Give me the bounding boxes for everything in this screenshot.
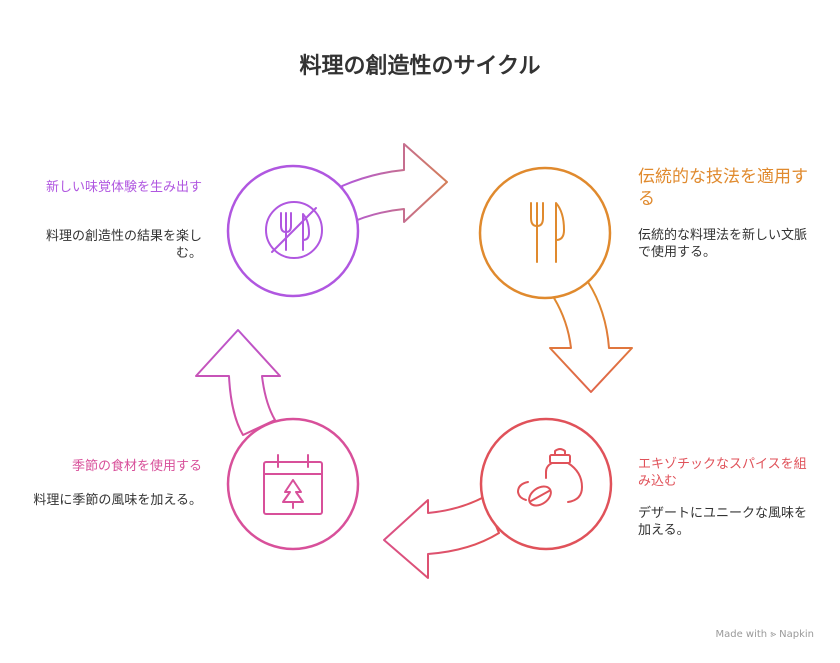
step-title-new-taste: 新しい味覚体験を生み出す (45, 180, 202, 195)
step-title-traditional: 伝統的な技法を適用する (638, 167, 808, 209)
step-circle-spices (479, 417, 613, 551)
arrow-right (549, 281, 633, 393)
step-title-seasonal: 季節の食材を使用する (71, 459, 202, 474)
step-title-spices: エキゾチックなスパイスを組み込む (638, 457, 807, 489)
fork-knife-icon (530, 202, 565, 263)
step-circle-traditional (478, 166, 612, 300)
step-circle-seasonal (226, 417, 360, 551)
diagram-title: 料理の創造性のサイクル (299, 54, 541, 79)
step-desc-seasonal: 料理に季節の風味を加える。 (33, 493, 202, 508)
step-desc-traditional: 伝統的な料理法を新しい文脈で使用する。 (638, 228, 808, 260)
arrow-top (341, 143, 448, 225)
arrow-bottom (383, 496, 500, 579)
seasonal-calendar-icon (263, 454, 323, 515)
spices-icon (517, 448, 583, 507)
arrow-left (195, 329, 281, 436)
new-taste-icon (265, 201, 323, 259)
step-desc-spices: デザートにユニークな風味を加える。 (638, 506, 808, 538)
made-with-napkin-footer: Made with ⪢ Napkin (715, 629, 814, 640)
step-desc-new-taste: 料理の創造性の結果を楽しむ。 (45, 229, 202, 261)
